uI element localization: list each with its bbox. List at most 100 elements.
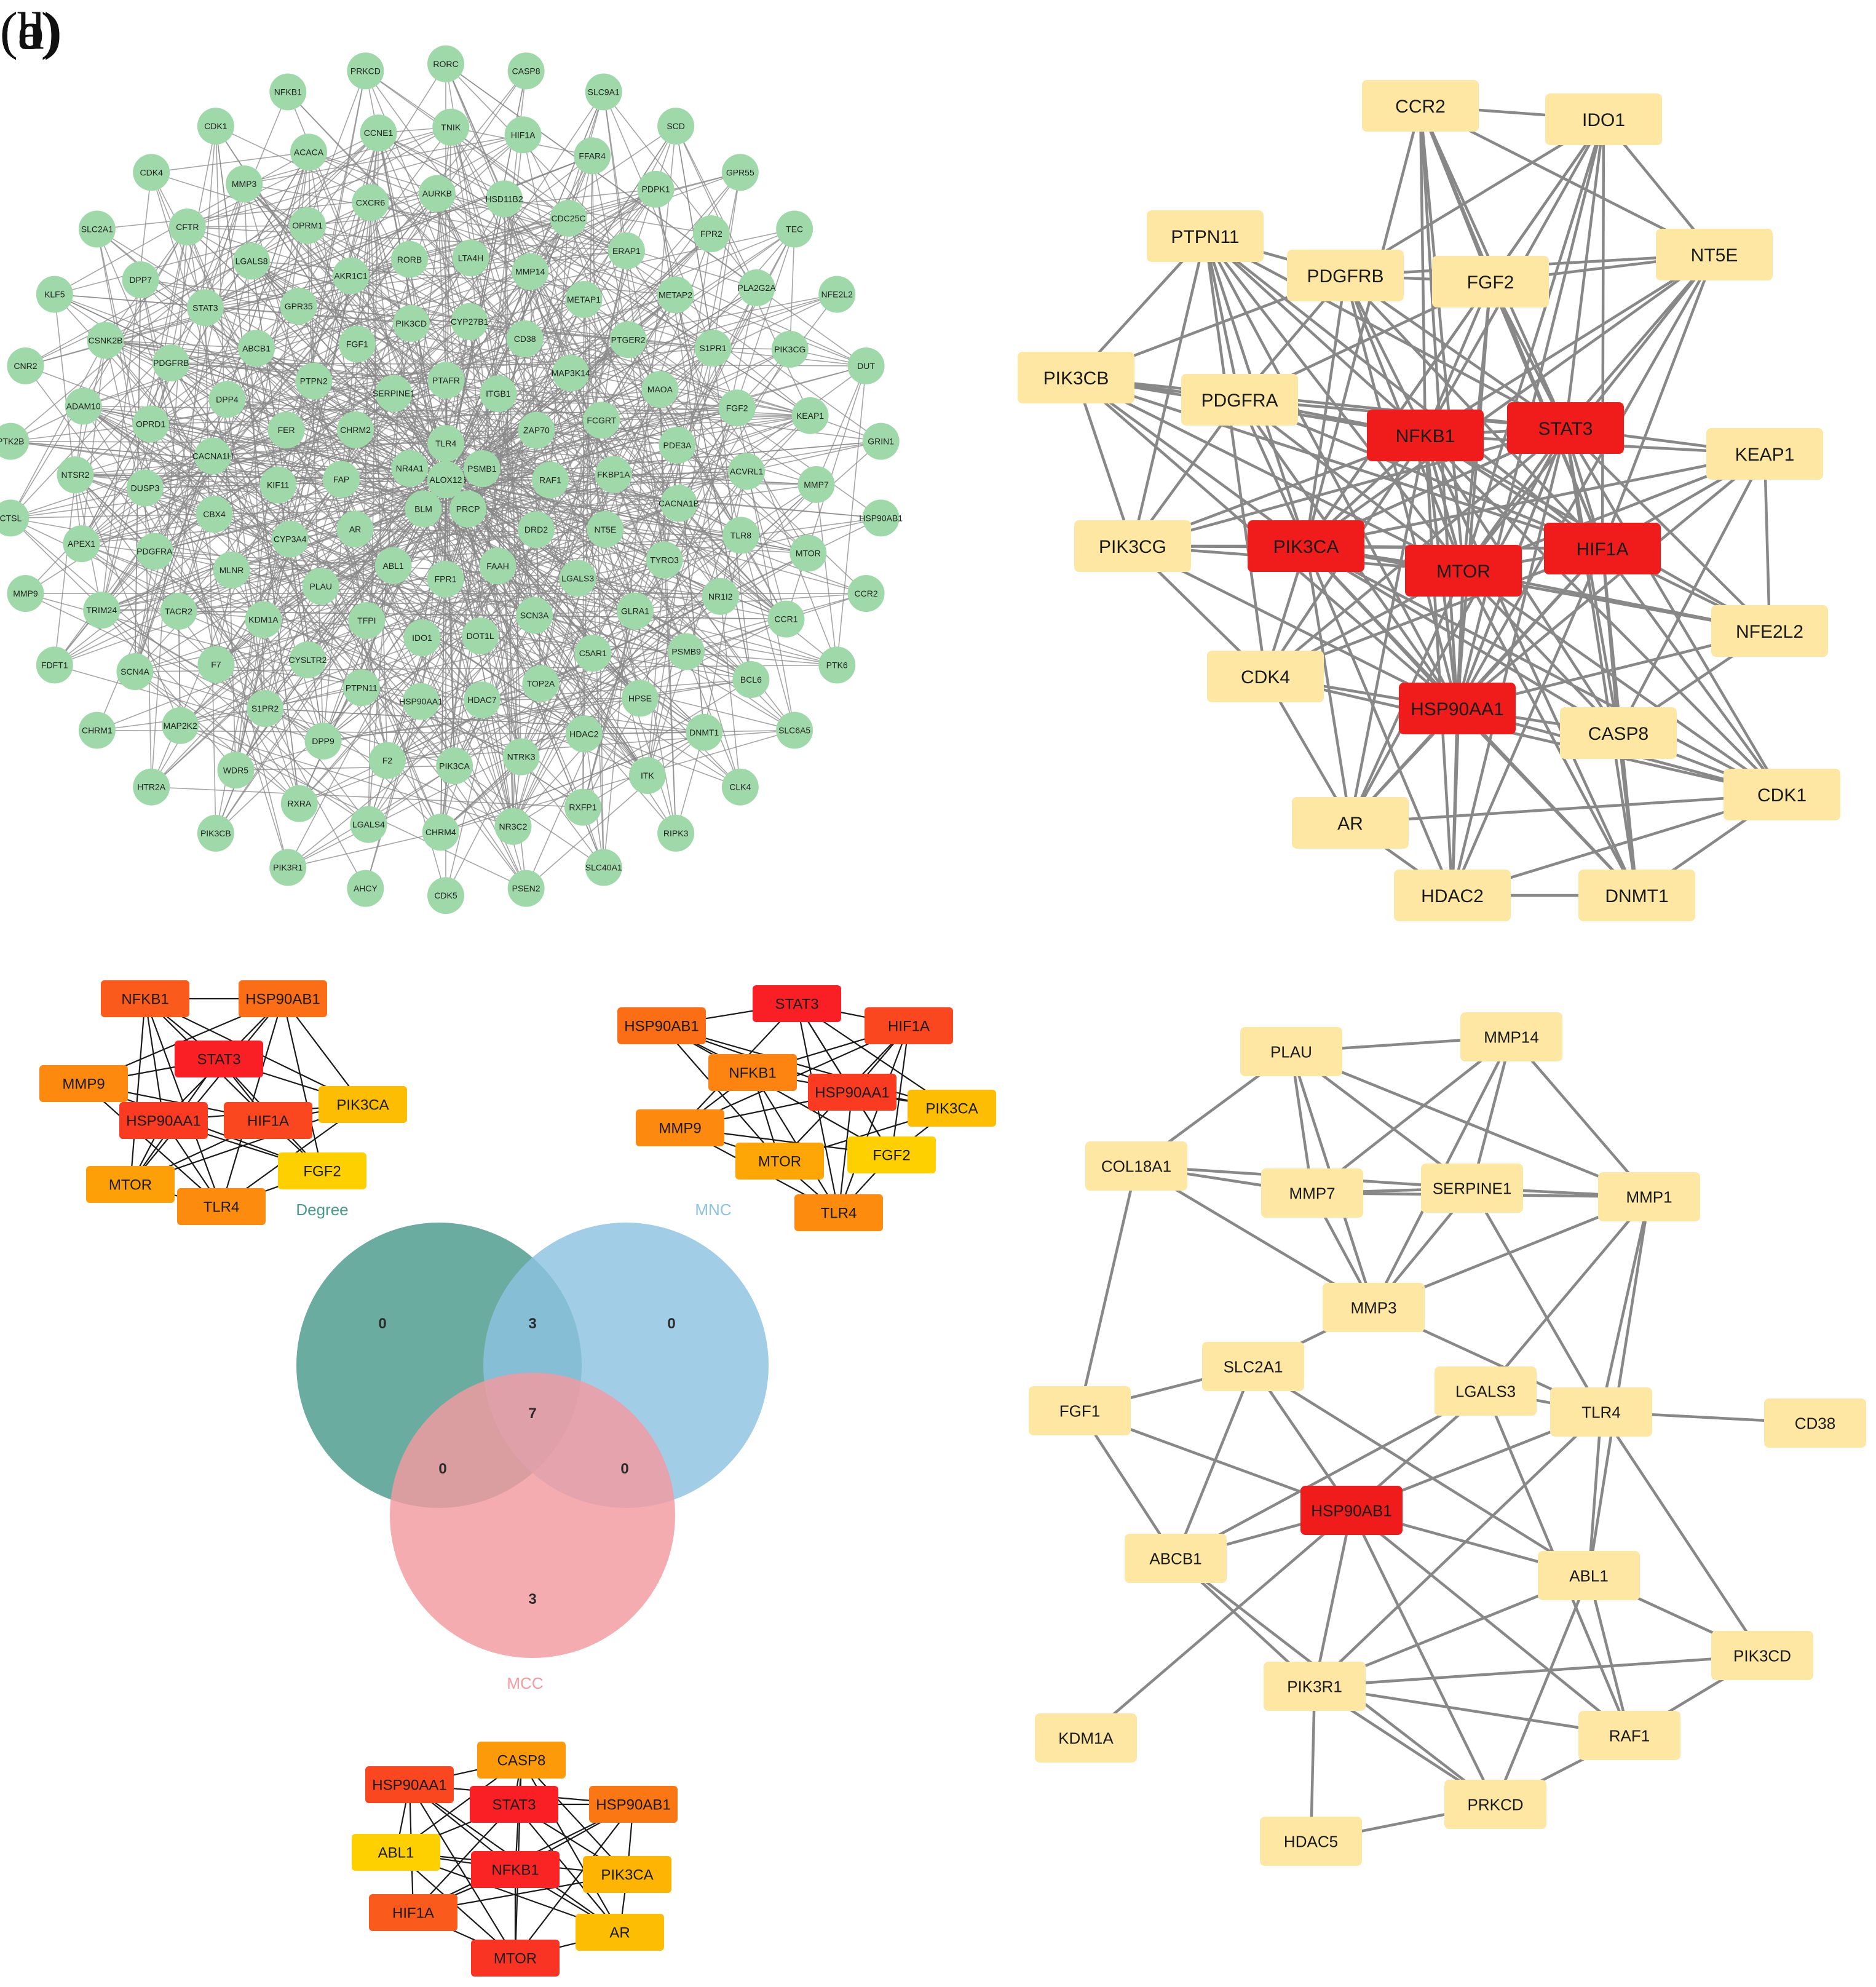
node-casp8[interactable]: CASP8 (1560, 707, 1677, 759)
node-cdk1[interactable]: CDK1 (197, 108, 234, 145)
node-grin1[interactable]: GRIN1 (862, 422, 900, 460)
node-pla2g2a[interactable]: PLA2G2A (737, 269, 776, 307)
node-ntrk3[interactable]: NTRK3 (502, 738, 540, 775)
node-wdr5[interactable]: WDR5 (217, 752, 255, 789)
node-raf1[interactable]: RAF1 (1578, 1711, 1680, 1760)
node-cdk4[interactable]: CDK4 (133, 154, 170, 191)
node-blm[interactable]: BLM (405, 490, 442, 528)
node-ctsl[interactable]: CTSL (0, 499, 30, 537)
node-stat3[interactable]: STAT3 (753, 985, 841, 1022)
node-ptk2b[interactable]: PTK2B (0, 422, 30, 460)
node-f7[interactable]: F7 (197, 646, 235, 683)
node-mtor[interactable]: MTOR (735, 1143, 824, 1180)
node-scd[interactable]: SCD (657, 108, 695, 145)
node-tlr4[interactable]: TLR4 (427, 425, 465, 462)
node-itk[interactable]: ITK (628, 756, 666, 794)
node-mmp9[interactable]: MMP9 (39, 1065, 128, 1102)
node-fer[interactable]: FER (267, 411, 305, 449)
node-ntsr2[interactable]: NTSR2 (57, 456, 94, 494)
node-ptpn11[interactable]: PTPN11 (1147, 210, 1264, 262)
node-oprd1[interactable]: OPRD1 (132, 405, 170, 443)
node-pik3cd[interactable]: PIK3CD (392, 304, 430, 342)
node-pik3ca[interactable]: PIK3CA (319, 1086, 407, 1123)
node-casp8[interactable]: CASP8 (507, 52, 545, 90)
node-pik3ca[interactable]: PIK3CA (1248, 520, 1364, 572)
node-pik3cd[interactable]: PIK3CD (1711, 1631, 1813, 1680)
node-hsd11b2[interactable]: HSD11B2 (485, 180, 523, 218)
node-kdm1a[interactable]: KDM1A (1035, 1713, 1137, 1763)
node-hdac7[interactable]: HDAC7 (463, 681, 501, 719)
node-dnmt1[interactable]: DNMT1 (1578, 870, 1695, 921)
node-cyp27b1[interactable]: CYP27B1 (451, 303, 489, 340)
node-hif1a[interactable]: HIF1A (224, 1102, 312, 1139)
node-mmp14[interactable]: MMP14 (512, 253, 549, 290)
node-fkbp1a[interactable]: FKBP1A (595, 456, 632, 493)
node-cysltr2[interactable]: CYSLTR2 (288, 641, 327, 678)
node-fgf2[interactable]: FGF2 (847, 1136, 936, 1173)
node-abl1[interactable]: ABL1 (1538, 1551, 1640, 1600)
node-scn4a[interactable]: SCN4A (116, 652, 154, 690)
node-lgals8[interactable]: LGALS8 (233, 242, 271, 280)
node-acvrl1[interactable]: ACVRL1 (728, 453, 766, 490)
node-abl1[interactable]: ABL1 (352, 1834, 440, 1871)
node-hsp90aa1[interactable]: HSP90AA1 (808, 1074, 896, 1111)
node-cacna1h[interactable]: CACNA1H (192, 437, 234, 475)
node-slc6a5[interactable]: SLC6A5 (776, 712, 813, 749)
node-slc2a1[interactable]: SLC2A1 (1202, 1342, 1304, 1391)
node-nr1i2[interactable]: NR1I2 (702, 577, 739, 615)
node-tlr4[interactable]: TLR4 (1550, 1387, 1652, 1437)
node-maoa[interactable]: MAOA (641, 371, 679, 408)
node-tfpi[interactable]: TFPI (348, 602, 386, 640)
node-tacr2[interactable]: TACR2 (160, 592, 197, 630)
node-fgf2[interactable]: FGF2 (1432, 256, 1549, 307)
node-cdk5[interactable]: CDK5 (427, 877, 464, 914)
node-hif1a[interactable]: HIF1A (369, 1894, 457, 1931)
node-cdk4[interactable]: CDK4 (1207, 651, 1324, 702)
node-serpine1[interactable]: SERPINE1 (373, 375, 415, 412)
node-dpp7[interactable]: DPP7 (122, 261, 159, 299)
node-cbx4[interactable]: CBX4 (196, 496, 233, 533)
node-mtor[interactable]: MTOR (86, 1166, 175, 1203)
node-pdgfrb[interactable]: PDGFRB (152, 344, 190, 382)
node-cd38[interactable]: CD38 (506, 320, 544, 357)
node-mtor[interactable]: MTOR (1405, 545, 1522, 597)
node-prkcd[interactable]: PRKCD (347, 52, 384, 90)
node-serpine1[interactable]: SERPINE1 (1421, 1164, 1523, 1213)
node-pik3cg[interactable]: PIK3CG (771, 330, 809, 368)
node-top2a[interactable]: TOP2A (522, 665, 560, 702)
node-mmp7[interactable]: MMP7 (797, 466, 835, 503)
node-rxra[interactable]: RXRA (280, 785, 318, 822)
node-dnmt1[interactable]: DNMT1 (686, 713, 723, 751)
node-hsp90ab1[interactable]: HSP90AB1 (1300, 1486, 1403, 1535)
node-plau[interactable]: PLAU (302, 568, 339, 605)
node-csnk2b[interactable]: CSNK2B (87, 322, 124, 359)
node-cxcr6[interactable]: CXCR6 (352, 184, 389, 221)
node-tlr8[interactable]: TLR8 (722, 517, 759, 554)
node-prcp[interactable]: PRCP (449, 490, 487, 528)
node-s1pr1[interactable]: S1PR1 (694, 330, 732, 367)
node-nfe2l2[interactable]: NFE2L2 (818, 276, 856, 313)
node-hif1a[interactable]: HIF1A (504, 116, 542, 154)
node-itgb1[interactable]: ITGB1 (480, 375, 517, 413)
node-nt5e[interactable]: NT5E (587, 510, 624, 548)
node-acaca[interactable]: ACACA (290, 133, 328, 171)
node-ar[interactable]: AR (576, 1914, 664, 1951)
node-pik3ca[interactable]: PIK3CA (583, 1856, 671, 1893)
node-stat3[interactable]: STAT3 (175, 1041, 263, 1077)
node-ido1[interactable]: IDO1 (1545, 93, 1662, 145)
node-fgf1[interactable]: FGF1 (1029, 1386, 1131, 1435)
node-clk4[interactable]: CLK4 (721, 768, 759, 806)
node-cnr2[interactable]: CNR2 (7, 347, 44, 384)
node-htr2a[interactable]: HTR2A (133, 768, 170, 806)
node-fap[interactable]: FAP (323, 461, 360, 498)
node-apex1[interactable]: APEX1 (63, 525, 100, 563)
node-dpp9[interactable]: DPP9 (304, 723, 342, 760)
node-nfkb1[interactable]: NFKB1 (708, 1054, 797, 1091)
node-lta4h[interactable]: LTA4H (452, 239, 489, 277)
node-lgals3[interactable]: LGALS3 (1435, 1366, 1537, 1416)
node-pik3cg[interactable]: PIK3CG (1074, 520, 1191, 572)
node-hsp90ab1[interactable]: HSP90AB1 (859, 499, 903, 537)
node-hdac5[interactable]: HDAC5 (1260, 1817, 1362, 1866)
node-pdgfra[interactable]: PDGFRA (136, 533, 173, 570)
node-bcl6[interactable]: BCL6 (732, 660, 770, 698)
